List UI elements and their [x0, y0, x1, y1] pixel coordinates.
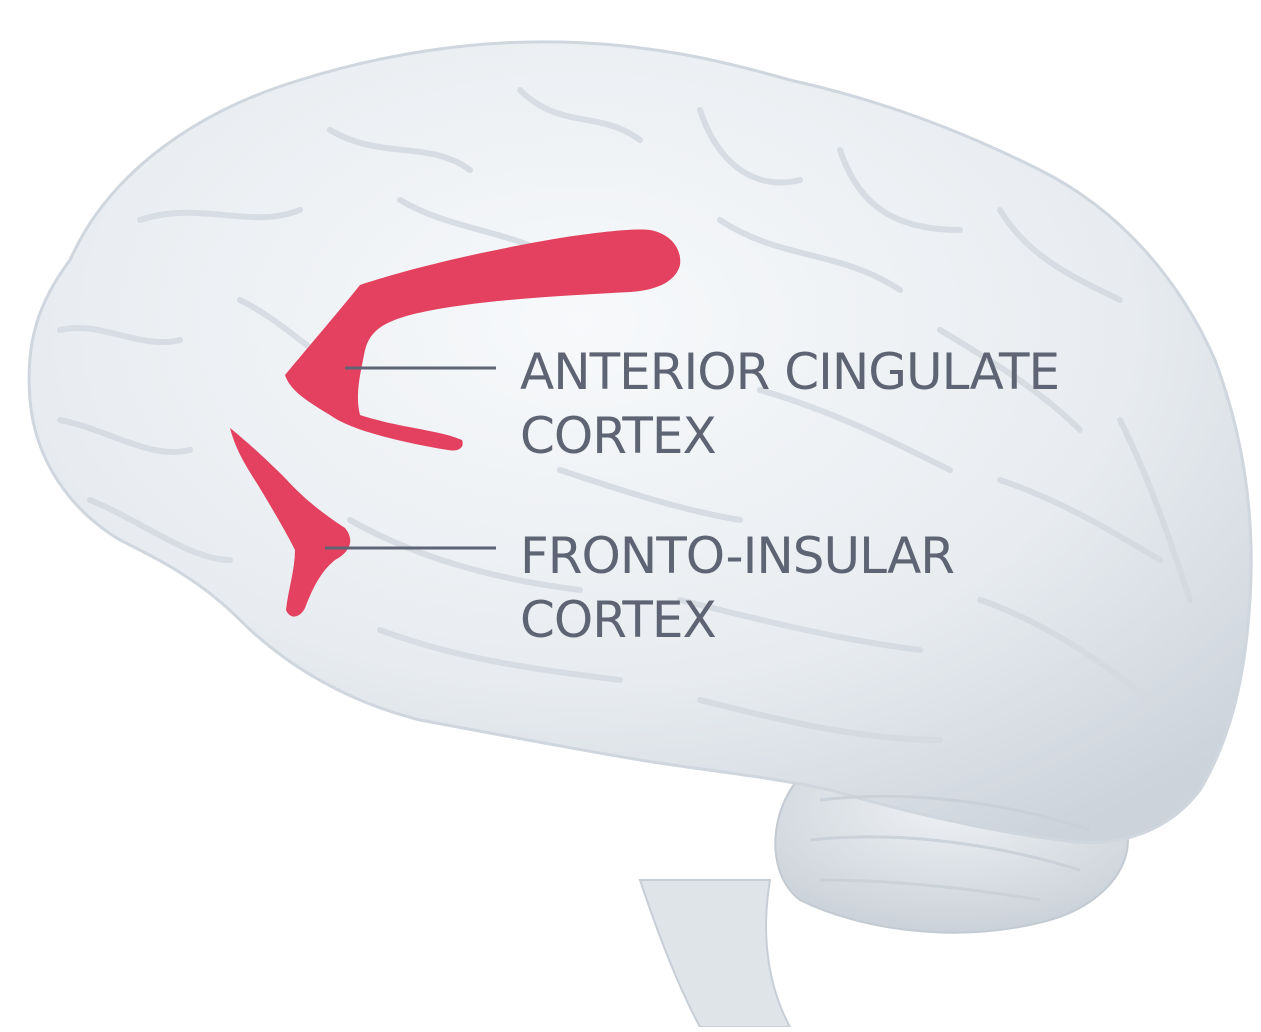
brain-stem [640, 880, 790, 1027]
fronto-insular-label-line-2: CORTEX [520, 588, 954, 652]
anterior-cingulate-label-line-2: CORTEX [520, 404, 1059, 468]
fronto-insular-cortex-label: FRONTO-INSULAR CORTEX [520, 524, 954, 652]
anterior-cingulate-label-line-1: ANTERIOR CINGULATE [520, 340, 1059, 404]
fronto-insular-label-line-1: FRONTO-INSULAR [520, 524, 954, 588]
anterior-cingulate-cortex-label: ANTERIOR CINGULATE CORTEX [520, 340, 1059, 468]
